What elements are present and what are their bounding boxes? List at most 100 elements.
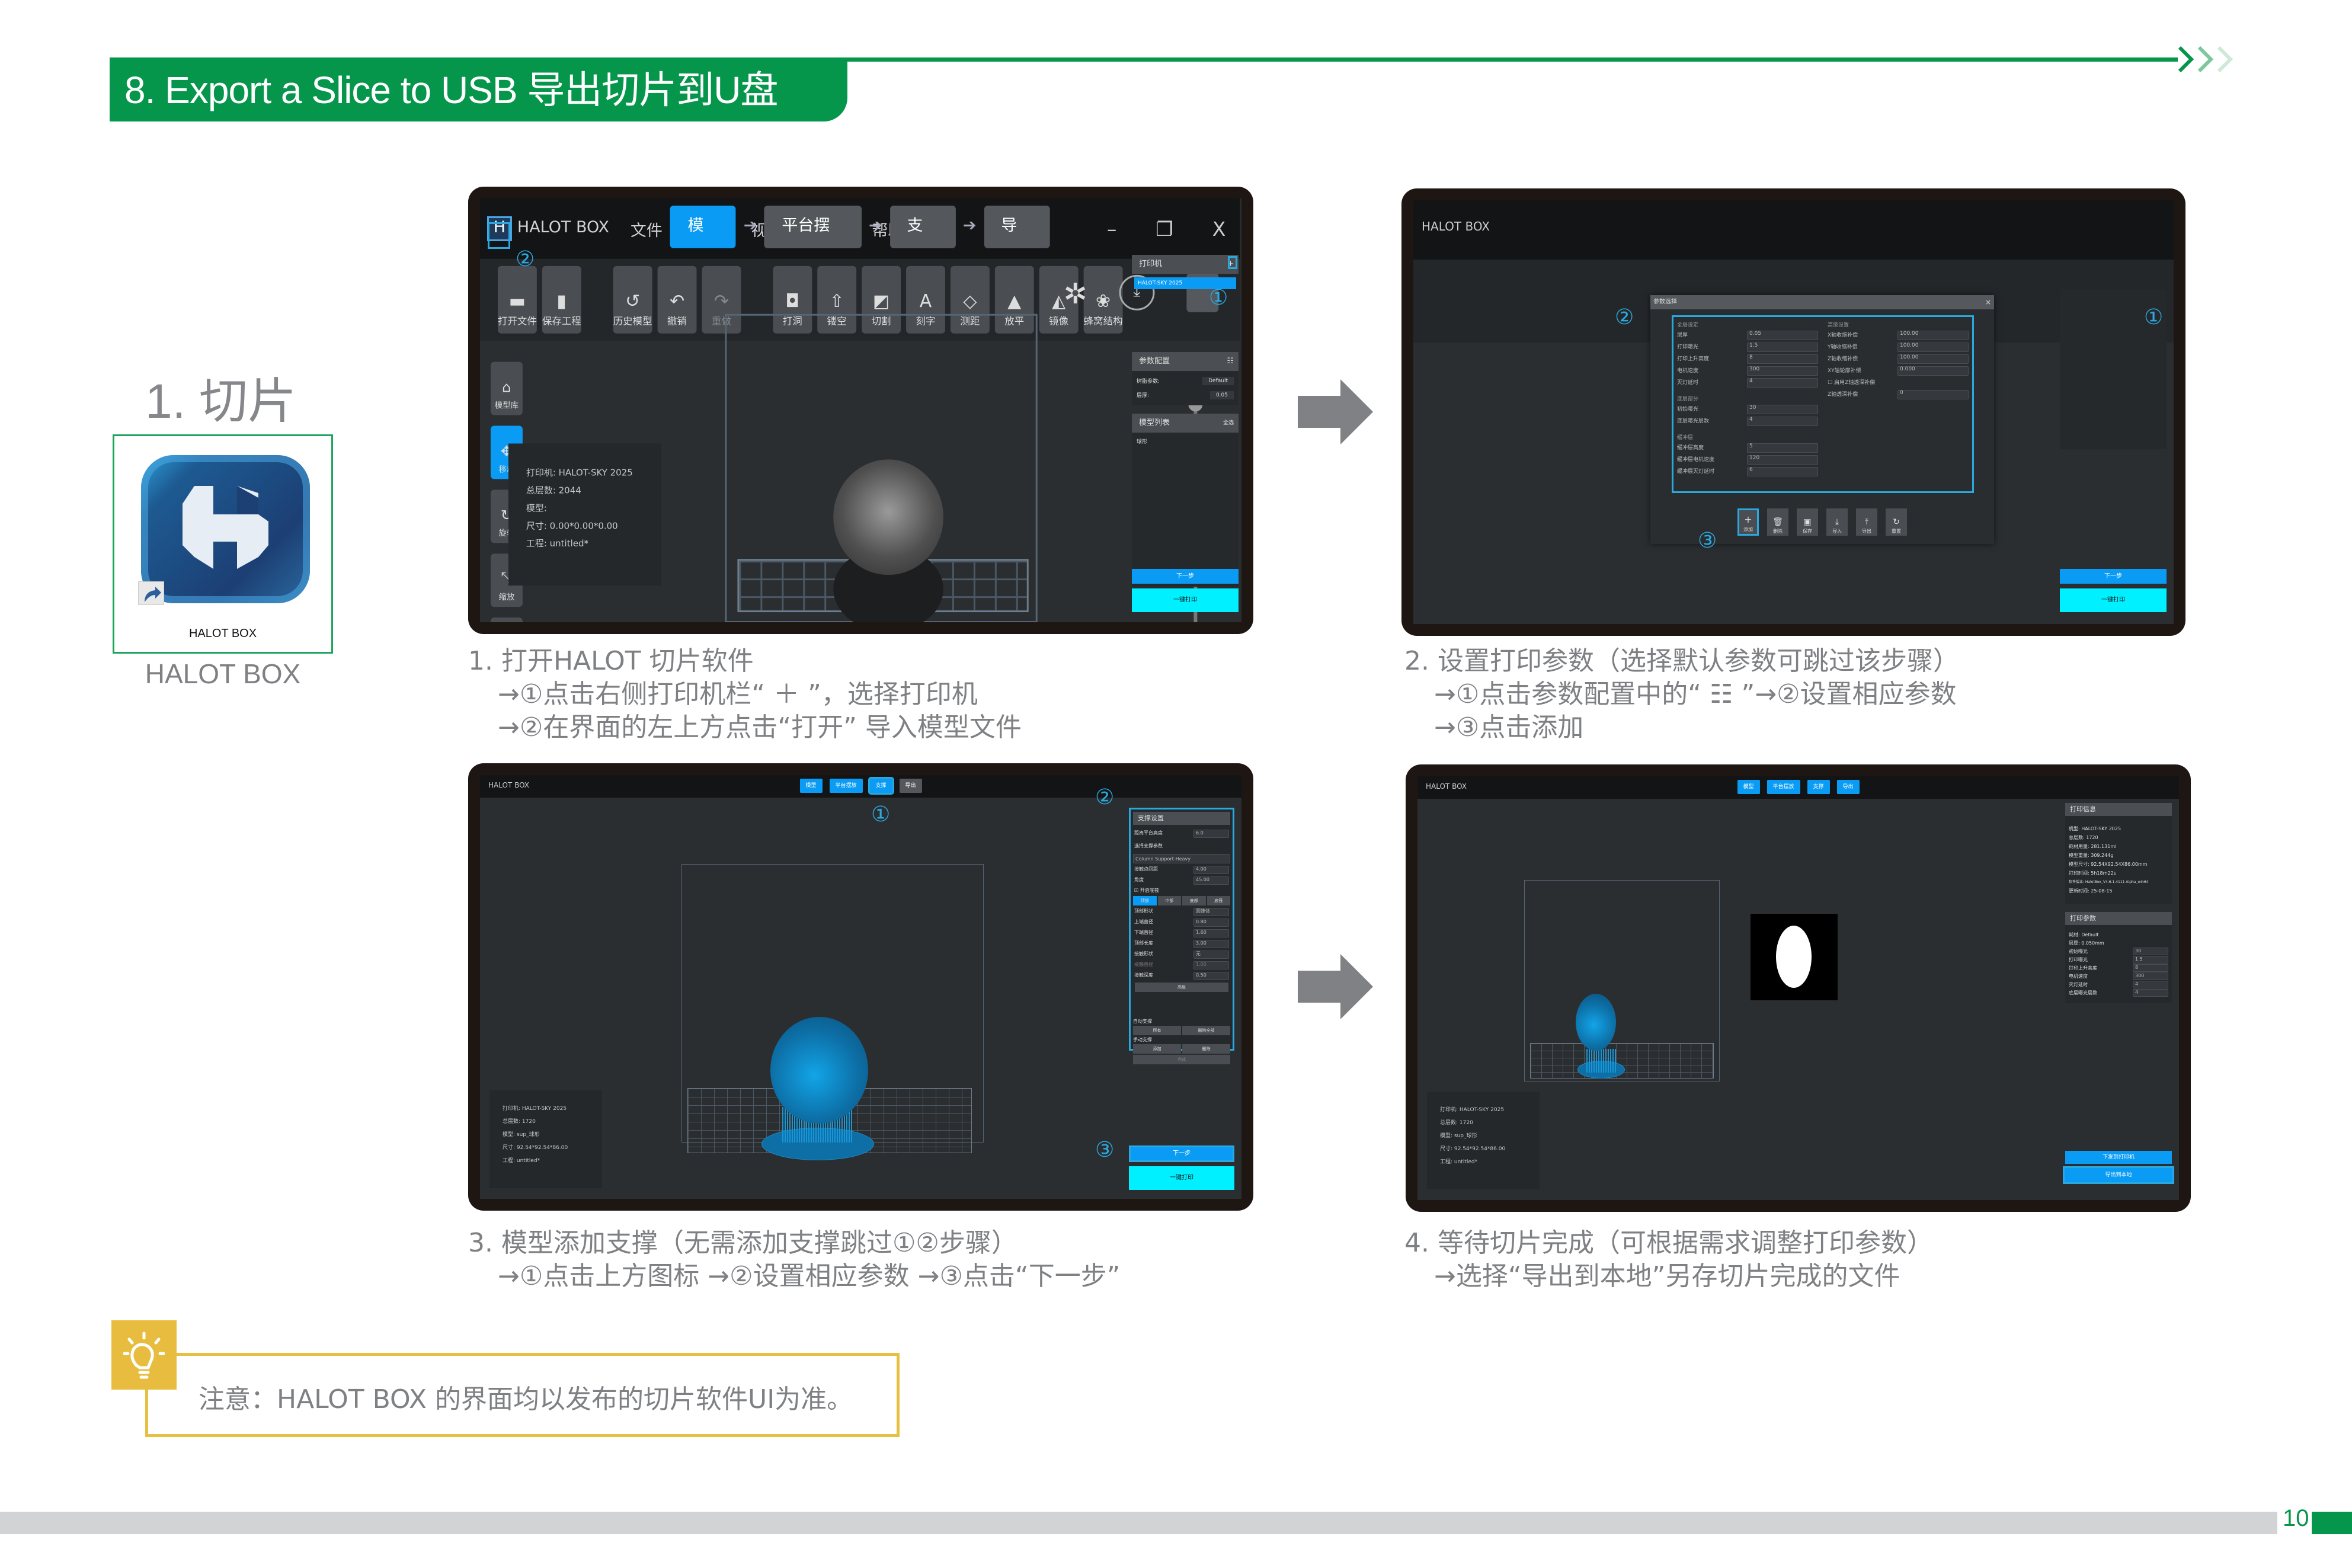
step-support[interactable]: 支撑: [1807, 780, 1830, 794]
undo-button[interactable]: ↶撤销: [657, 265, 697, 334]
manual-delete-button[interactable]: 删除: [1182, 1044, 1230, 1054]
sphere-model[interactable]: [770, 1017, 868, 1124]
reset-button[interactable]: ↻重置: [1886, 508, 1907, 536]
x-comp-input[interactable]: 100.00: [1897, 331, 1969, 340]
buffer-speed-input[interactable]: 120: [1747, 455, 1818, 465]
history-button[interactable]: ↺历史模型: [613, 265, 652, 334]
layer-thickness-input[interactable]: 0.05: [1747, 331, 1818, 340]
settings-icon[interactable]: ✲: [1063, 276, 1087, 310]
next-step-button[interactable]: 下一步: [1132, 569, 1239, 584]
exposure-input[interactable]: 1.5: [2133, 956, 2168, 964]
bottom-layers-input[interactable]: 4: [2133, 989, 2168, 997]
save-button[interactable]: ▣保存: [1797, 508, 1818, 536]
contact-diameter-input[interactable]: 1.00: [1193, 961, 1229, 969]
done-button[interactable]: 完成: [1133, 1055, 1230, 1064]
measure-button[interactable]: ◇测距: [950, 265, 990, 334]
minimize-button[interactable]: –: [1106, 217, 1117, 241]
delete-all-supports-button[interactable]: 删除全部: [1182, 1026, 1230, 1035]
motor-speed-input[interactable]: 300: [1747, 366, 1818, 376]
hollow-button[interactable]: ⇧镂空: [817, 265, 857, 334]
auto-support-all-button[interactable]: 所有: [1133, 1026, 1181, 1035]
delete-button[interactable]: 🗑删除: [1767, 508, 1788, 536]
tab-bottom[interactable]: 底部: [1182, 896, 1206, 905]
step-export[interactable]: 导出: [1836, 780, 1860, 794]
download-icon[interactable]: ⤓: [1119, 274, 1155, 311]
y-comp-input[interactable]: 100.00: [1897, 343, 1969, 352]
support-preset-select[interactable]: Column Support-Heavy: [1133, 854, 1230, 863]
contact-depth-input[interactable]: 0.50: [1193, 972, 1229, 980]
manual-add-button[interactable]: 添加: [1133, 1044, 1181, 1054]
contact-spacing-input[interactable]: 4.00: [1193, 866, 1229, 874]
lay-flat-button[interactable]: ▲放平: [994, 265, 1034, 334]
buffer-delay-input[interactable]: 6: [1747, 467, 1818, 476]
add-printer-button[interactable]: +: [1227, 260, 1234, 268]
mirror-button[interactable]: ◭镜像: [1039, 265, 1079, 334]
exposure-input[interactable]: 1.5: [1747, 343, 1818, 352]
redo-button[interactable]: ↷重做: [702, 265, 741, 334]
dialog-close-button[interactable]: ×: [1985, 298, 1991, 306]
close-button[interactable]: X: [1212, 217, 1226, 241]
one-click-print-button[interactable]: 一键打印: [1132, 588, 1239, 612]
lift-height-input[interactable]: 8: [1747, 354, 1818, 364]
clone-button[interactable]: ⧉克隆: [490, 617, 523, 622]
initial-exposure-input[interactable]: 30: [1747, 405, 1818, 414]
add-button[interactable]: +添加: [1737, 508, 1759, 536]
layer-select[interactable]: 0.05: [1209, 391, 1234, 399]
step-model[interactable]: 模型: [1737, 780, 1760, 794]
z-depth-checkbox[interactable]: ☐ 启用Z轴透深补偿: [1828, 380, 1876, 386]
export-local-button[interactable]: 导出到本地: [2063, 1166, 2174, 1184]
tab-middle[interactable]: 中部: [1157, 896, 1181, 905]
z-comp-input[interactable]: 100.00: [1897, 354, 1969, 364]
resin-select[interactable]: Default: [1202, 377, 1234, 385]
sphere-model[interactable]: [833, 459, 943, 575]
cut-button[interactable]: ◩切割: [862, 265, 901, 334]
step-model[interactable]: 模型: [670, 205, 737, 279]
param-config-icon[interactable]: ☷: [1227, 357, 1234, 366]
export-button[interactable]: ⤒导出: [1856, 508, 1877, 536]
sphere-model[interactable]: [1576, 994, 1616, 1051]
light-off-delay-input[interactable]: 4: [1747, 378, 1818, 388]
step-export[interactable]: 导出: [899, 779, 922, 793]
open-file-button[interactable]: ▬打开文件: [497, 265, 537, 334]
tab-top[interactable]: 顶部: [1133, 896, 1157, 905]
step-layout[interactable]: 平台摆放: [1767, 780, 1800, 794]
angle-input[interactable]: 45.00: [1193, 876, 1229, 885]
step-support[interactable]: 支撑: [889, 205, 956, 279]
raft-checkbox[interactable]: ☑ 开启底筏: [1134, 888, 1159, 893]
top-length-input[interactable]: 3.00: [1193, 940, 1229, 948]
next-step-button[interactable]: 下一步: [1129, 1145, 1234, 1162]
step-layout[interactable]: 平台摆放: [829, 779, 863, 793]
one-click-print-button[interactable]: 一键打印: [1129, 1166, 1234, 1190]
step-layout[interactable]: 平台摆放: [764, 205, 862, 279]
tab-raft[interactable]: 底筏: [1207, 896, 1230, 905]
step-export[interactable]: 导出: [983, 205, 1050, 279]
lower-diameter-input[interactable]: 1.60: [1193, 929, 1229, 937]
light-off-delay-input[interactable]: 4: [2133, 981, 2168, 988]
bottom-layers-input[interactable]: 4: [1747, 417, 1818, 426]
platform-height-input[interactable]: 6.0: [1193, 830, 1229, 838]
top-shape-select[interactable]: 圆锥体: [1193, 908, 1229, 916]
lift-height-input[interactable]: 8: [2133, 964, 2168, 972]
step-support[interactable]: 支撑: [868, 777, 894, 795]
motor-speed-input[interactable]: 300: [2133, 972, 2168, 980]
one-click-print-button[interactable]: 一键打印: [2060, 588, 2167, 612]
honeycomb-button[interactable]: ❀蜂窝结构: [1083, 265, 1123, 334]
send-to-printer-button[interactable]: 下发到打印机: [2065, 1151, 2172, 1164]
model-list-item[interactable]: 球形: [1137, 439, 1148, 445]
save-project-button[interactable]: ▮保存工程: [542, 265, 581, 334]
import-button[interactable]: ⤓导入: [1826, 508, 1848, 536]
restore-button[interactable]: ❐: [1156, 217, 1173, 241]
hole-button[interactable]: ◘打洞: [773, 265, 812, 334]
select-all-checkbox[interactable]: 全选: [1223, 420, 1234, 426]
initial-exposure-input[interactable]: 30: [2133, 948, 2168, 955]
xy-contour-input[interactable]: 0.000: [1897, 366, 1969, 376]
printer-select[interactable]: HALOT-SKY 2025: [1134, 277, 1236, 289]
step-model[interactable]: 模型: [799, 779, 823, 793]
menu-file[interactable]: 文件: [630, 222, 663, 241]
upper-diameter-input[interactable]: 0.80: [1193, 919, 1229, 927]
z-depth-input[interactable]: 0: [1897, 390, 1969, 399]
halot-box-app-icon[interactable]: [141, 455, 310, 603]
buffer-height-input[interactable]: 5: [1747, 443, 1818, 453]
advanced-button[interactable]: 高级: [1135, 983, 1228, 992]
